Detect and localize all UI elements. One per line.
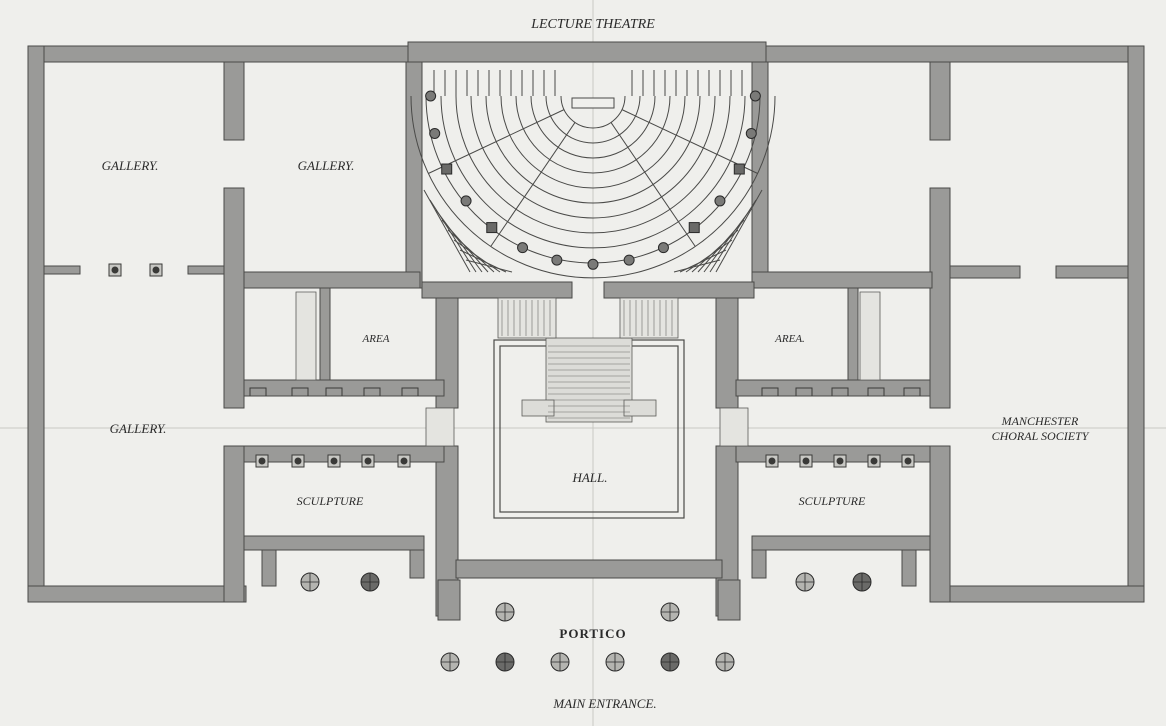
theatre-column bbox=[551, 254, 563, 266]
theatre-column bbox=[587, 258, 599, 270]
label-lecture-theatre: LECTURE THEATRE bbox=[530, 17, 655, 32]
seating-row-arc bbox=[485, 95, 701, 204]
seating-row-arc bbox=[560, 95, 626, 129]
portico-columns bbox=[300, 572, 872, 672]
colonnade-columns bbox=[108, 263, 921, 468]
seating-row-arc bbox=[410, 95, 776, 279]
corner-seating-line bbox=[423, 189, 471, 273]
theatre-column bbox=[745, 127, 757, 139]
theatre-stair-lines bbox=[501, 300, 673, 336]
pilaster-core bbox=[258, 457, 266, 465]
pilaster-core bbox=[768, 457, 776, 465]
theatre-column bbox=[429, 127, 441, 139]
seating-aisle-line bbox=[610, 122, 696, 247]
pilaster-core bbox=[152, 266, 160, 274]
pilaster-core bbox=[904, 457, 912, 465]
label-sculpture-right: SCULPTURE bbox=[799, 494, 866, 508]
theatre-square-pier bbox=[486, 222, 498, 234]
theatre-square-pier bbox=[688, 222, 700, 234]
seating-row-arc bbox=[500, 95, 686, 189]
pilaster-core bbox=[364, 457, 372, 465]
theatre-stairs bbox=[497, 297, 679, 339]
pilaster-core bbox=[111, 266, 119, 274]
pilaster-core bbox=[400, 457, 408, 465]
theatre-column bbox=[425, 90, 437, 102]
bay-niche bbox=[249, 387, 267, 396]
seating-row-arc bbox=[455, 95, 731, 234]
bay-niche bbox=[795, 387, 813, 396]
bay-niche bbox=[325, 387, 343, 396]
corner-seating-line bbox=[715, 189, 763, 273]
pilaster-core bbox=[330, 457, 338, 465]
label-hall: HALL. bbox=[571, 470, 607, 485]
bay-niche bbox=[903, 387, 921, 396]
theatre-column bbox=[714, 195, 726, 207]
theatre-column bbox=[657, 242, 669, 254]
bay-niche bbox=[401, 387, 419, 396]
lectern bbox=[571, 97, 615, 109]
theatre-column bbox=[623, 254, 635, 266]
corner-seating-line bbox=[465, 259, 513, 273]
label-sculpture-left: SCULPTURE bbox=[297, 494, 364, 508]
seating-row-arc bbox=[470, 95, 716, 219]
bay-niche bbox=[831, 387, 849, 396]
pilaster-core bbox=[294, 457, 302, 465]
theatre-column bbox=[517, 242, 529, 254]
label-gallery-top-left: GALLERY. bbox=[102, 158, 159, 173]
label-gallery-top-center: GALLERY. bbox=[298, 158, 355, 173]
theatre-column bbox=[460, 195, 472, 207]
interior-walls bbox=[43, 61, 1129, 621]
outer-walls bbox=[27, 41, 1145, 603]
seating-aisle-line bbox=[490, 122, 576, 247]
bay-niche bbox=[867, 387, 885, 396]
seating-aisle-line bbox=[428, 109, 565, 174]
label-area-left: AREA bbox=[362, 333, 390, 345]
label-gallery-mid-left: GALLERY. bbox=[110, 421, 167, 436]
pilaster-core bbox=[870, 457, 878, 465]
pilaster-core bbox=[802, 457, 810, 465]
label-portico: PORTICO bbox=[559, 626, 626, 641]
theatre-square-pier bbox=[733, 163, 745, 175]
theatre-column bbox=[749, 90, 761, 102]
label-area-right: AREA. bbox=[774, 333, 805, 345]
label-manchester-line2: CHORAL SOCIETY bbox=[992, 429, 1090, 443]
theatre-square-pier bbox=[441, 163, 453, 175]
bay-niche bbox=[291, 387, 309, 396]
pilaster-core bbox=[836, 457, 844, 465]
bay-niche bbox=[363, 387, 381, 396]
corridor-steps bbox=[425, 407, 749, 447]
seating-row-arc bbox=[440, 95, 746, 249]
label-main-entrance: MAIN ENTRANCE. bbox=[552, 696, 656, 711]
area-staircases bbox=[295, 291, 881, 381]
corner-seating-line bbox=[673, 259, 721, 273]
seating-row-arc bbox=[515, 95, 671, 174]
seating-row-arc bbox=[530, 95, 656, 159]
label-manchester-line1: MANCHESTER bbox=[1001, 414, 1079, 428]
hall-stair-lines bbox=[548, 345, 630, 419]
lecture-theatre-seating bbox=[410, 70, 776, 279]
bay-niche bbox=[761, 387, 779, 396]
seating-aisle-line bbox=[621, 109, 758, 174]
